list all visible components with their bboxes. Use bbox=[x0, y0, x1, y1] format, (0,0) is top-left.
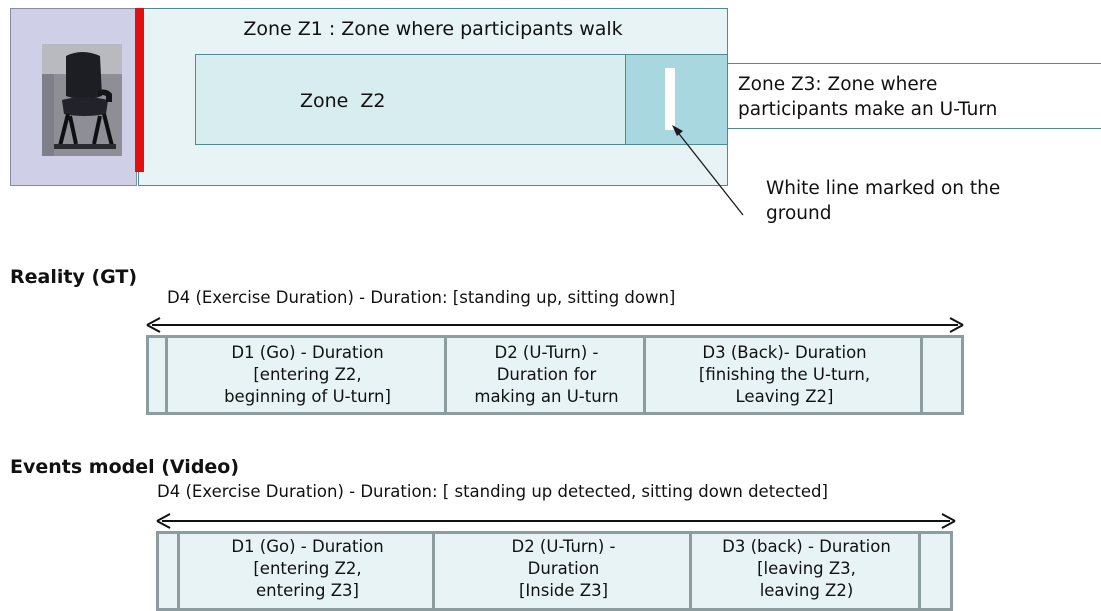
reality-heading: Reality (GT) bbox=[10, 266, 138, 288]
reality-segment-d2: D2 (U-Turn) - Duration for making an U-t… bbox=[444, 338, 646, 412]
chair-icon bbox=[42, 44, 122, 156]
events-segment-d3: D3 (back) - Duration [leaving Z3, leavin… bbox=[689, 534, 921, 608]
reality-timeline: D1 (Go) - Duration [entering Z2, beginni… bbox=[146, 335, 964, 415]
reality-segment-d3: D3 (Back)- Duration [finishing the U-tur… bbox=[643, 338, 923, 412]
reality-d4-arrow bbox=[146, 317, 964, 333]
reality-d1-text: D1 (Go) - Duration [entering Z2, beginni… bbox=[224, 343, 391, 406]
reality-segment-d1: D1 (Go) - Duration [entering Z2, beginni… bbox=[165, 338, 447, 412]
events-segment-d1: D1 (Go) - Duration [entering Z2, enterin… bbox=[177, 534, 435, 608]
start-line bbox=[135, 8, 144, 172]
zone-z2-label: Zone Z2 bbox=[300, 90, 386, 112]
events-segment-end bbox=[918, 534, 950, 608]
zone-z3-label: Zone Z3: Zone where participants make an… bbox=[738, 74, 998, 120]
events-heading: Events model (Video) bbox=[10, 456, 240, 478]
zone-z3-callout bbox=[727, 63, 1101, 129]
white-line-pointer bbox=[672, 125, 744, 216]
reality-d3-text: D3 (Back)- Duration [finishing the U-tur… bbox=[698, 343, 871, 406]
events-segment-d2: D2 (U-Turn) - Duration [Inside Z3] bbox=[432, 534, 692, 608]
chair-photo bbox=[42, 44, 122, 156]
reality-d4-caption: D4 (Exercise Duration) - Duration: [stan… bbox=[167, 288, 676, 307]
white-ground-line bbox=[665, 68, 675, 130]
events-d4-caption: D4 (Exercise Duration) - Duration: [ sta… bbox=[157, 482, 828, 501]
events-d2-text: D2 (U-Turn) - Duration [Inside Z3] bbox=[511, 537, 616, 600]
zone-z2 bbox=[195, 54, 626, 145]
zone-z1-label: Zone Z1 : Zone where participants walk bbox=[243, 18, 623, 40]
events-d1-text: D1 (Go) - Duration [entering Z2, enterin… bbox=[231, 537, 384, 600]
white-line-label: White line marked on the ground bbox=[766, 178, 1001, 224]
reality-segment-end bbox=[920, 338, 961, 412]
reality-d2-text: D2 (U-Turn) - Duration for making an U-t… bbox=[474, 343, 619, 406]
events-d3-text: D3 (back) - Duration [leaving Z3, leavin… bbox=[722, 537, 891, 600]
events-d4-arrow bbox=[156, 513, 956, 529]
events-timeline: D1 (Go) - Duration [entering Z2, enterin… bbox=[156, 531, 953, 611]
